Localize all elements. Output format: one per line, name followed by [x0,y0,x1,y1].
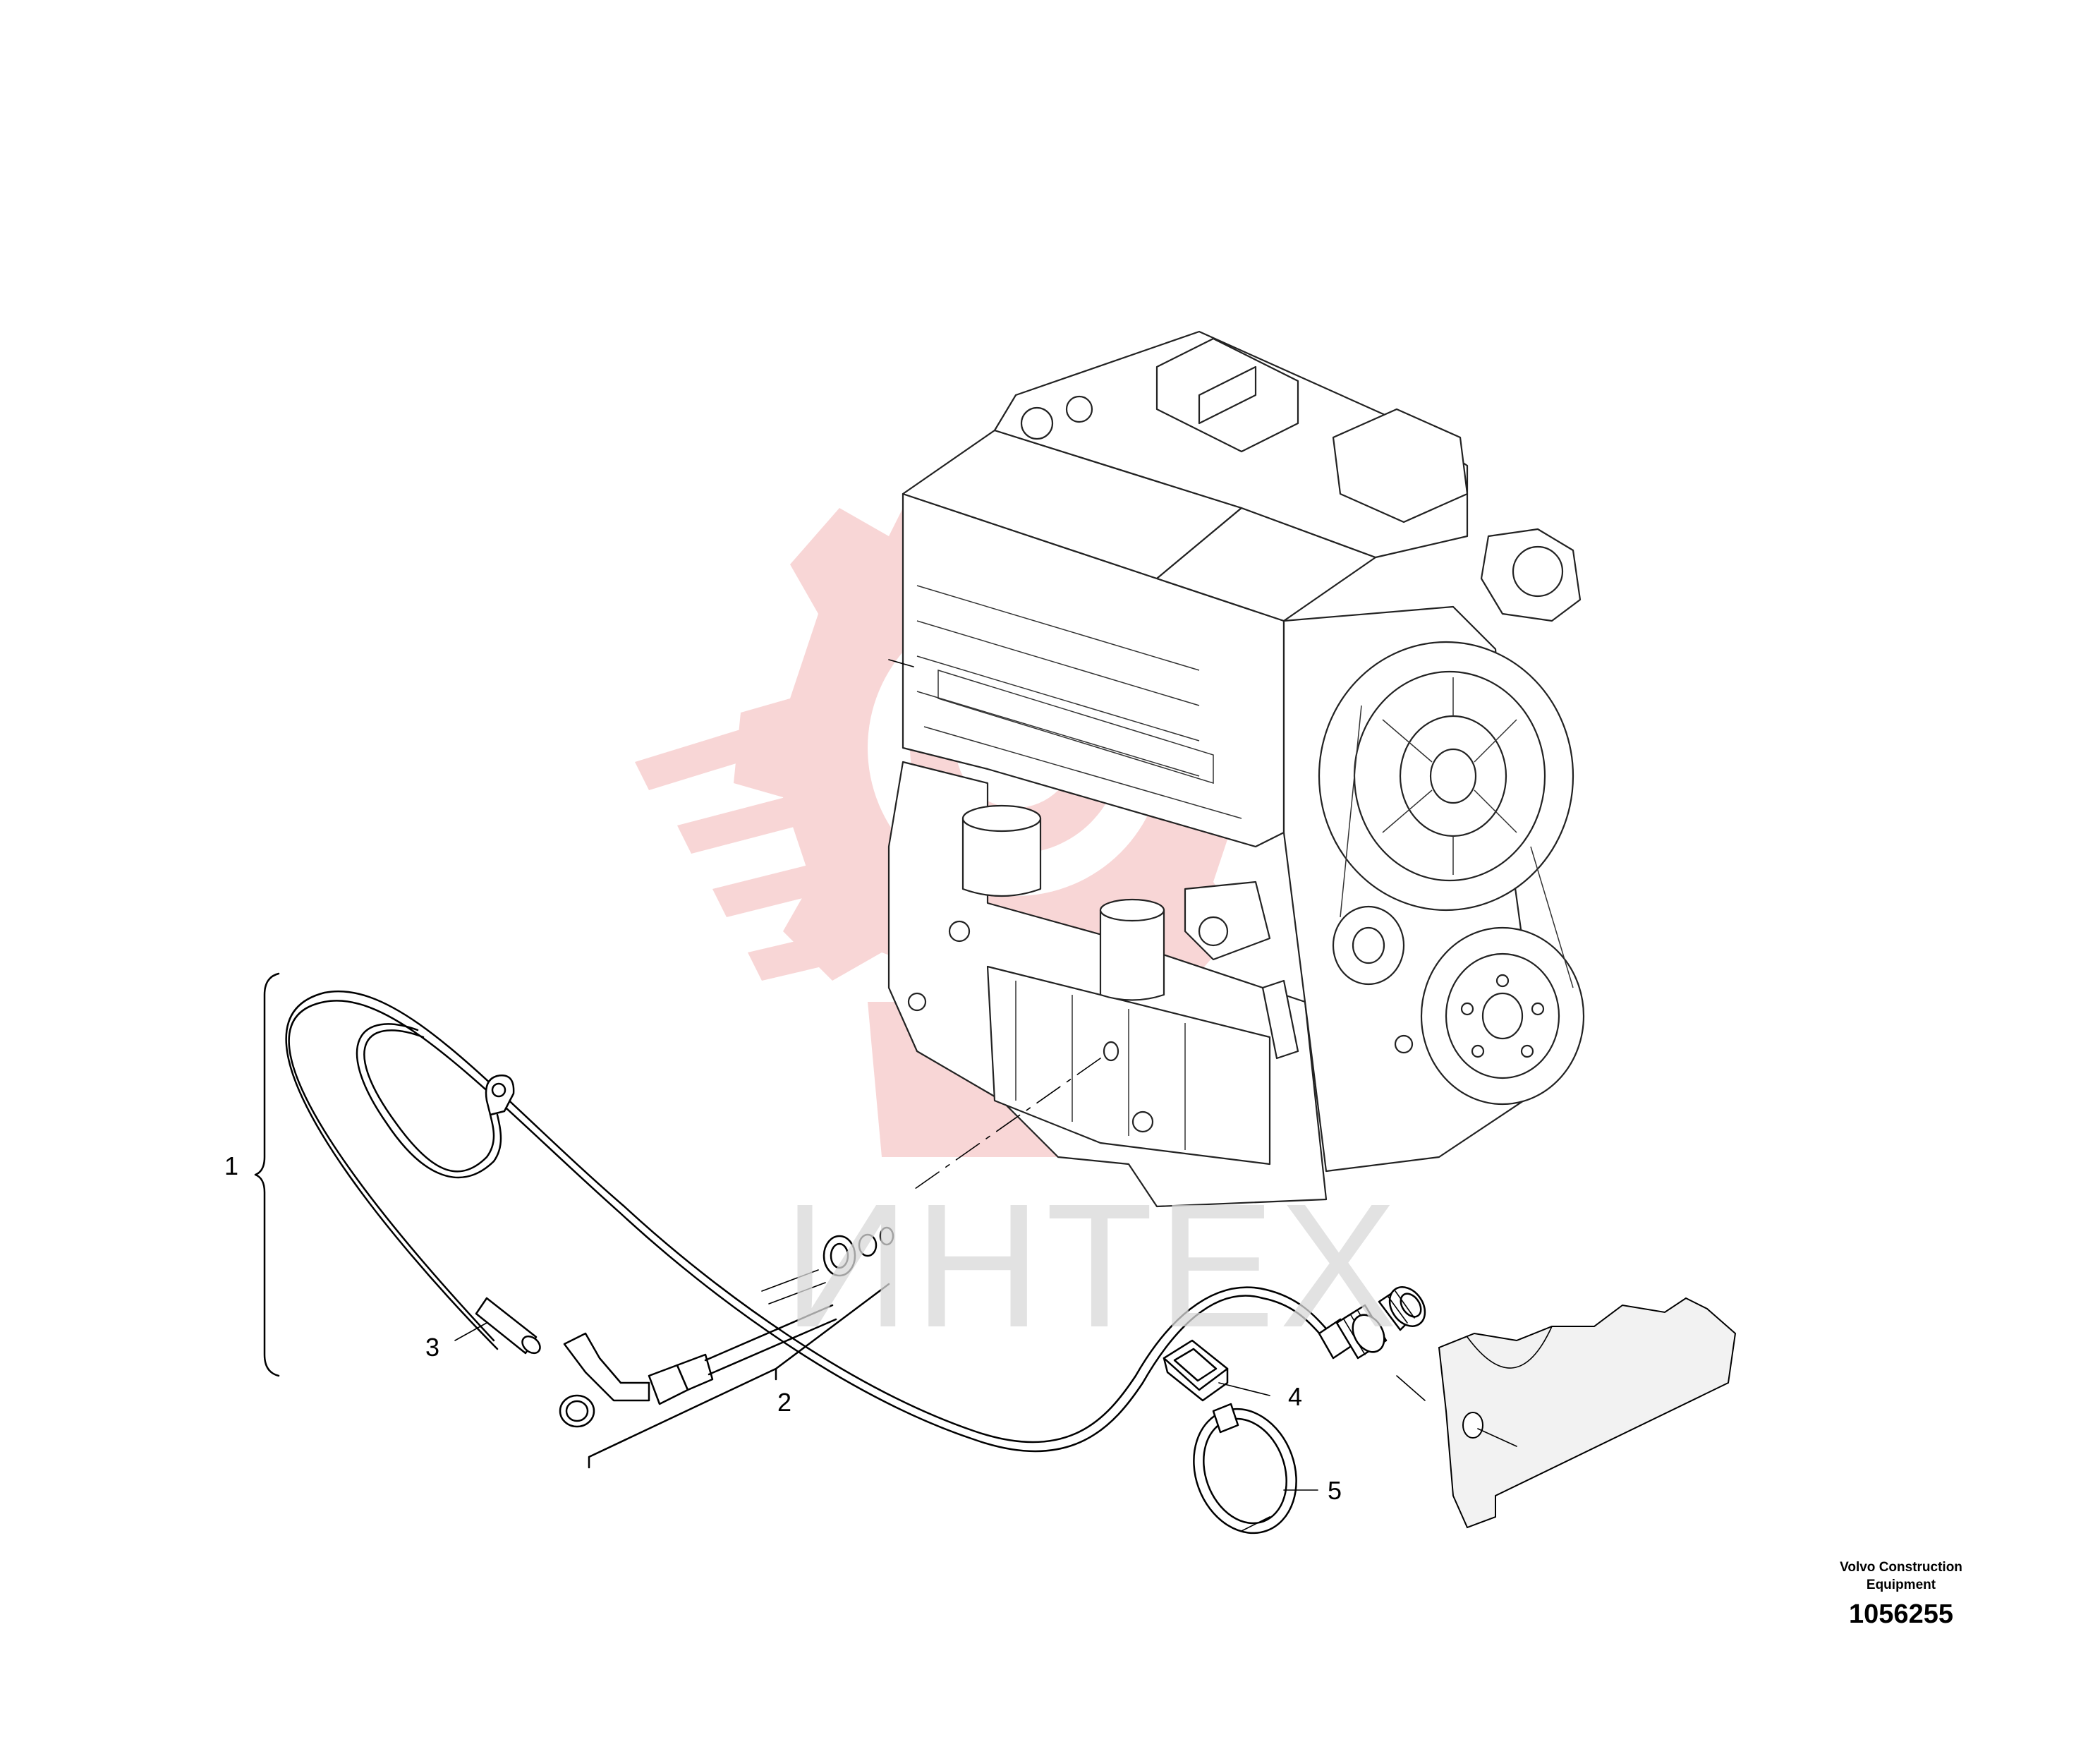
callout-label-3: 3 [425,1333,439,1362]
cable-sleeve-part-3 [475,1297,541,1355]
callout-label-2: 2 [777,1388,791,1417]
hose-clamp-part-5 [1193,1403,1297,1535]
engine-assembly [887,330,1585,1208]
publisher-line-1: Volvo Construction [1840,1560,1962,1575]
seal-rings [823,1226,894,1277]
leader-3 [454,1322,487,1341]
document-number: 1056255 [1849,1599,1953,1629]
mounting-panel [1438,1297,1737,1529]
callout-label-1: 1 [224,1151,238,1180]
grommet-part-4 [1163,1339,1229,1402]
assembly-centerline [909,1058,1101,1193]
connector-nut [1378,1286,1426,1331]
leader-4 [1218,1382,1270,1396]
callout-label-5: 5 [1328,1476,1342,1505]
sensor-fitting-part-2 [559,1269,837,1428]
watermark-text: ИНТЕХ [783,1167,1401,1364]
callout-label-4: 4 [1288,1382,1302,1411]
callout-1-brace [254,972,280,1377]
cable-harness [285,990,1388,1453]
leader-plug-to-panel [1396,1375,1426,1401]
publisher-line-2: Equipment [1867,1578,1936,1592]
callout-2-bracket [588,1283,890,1469]
